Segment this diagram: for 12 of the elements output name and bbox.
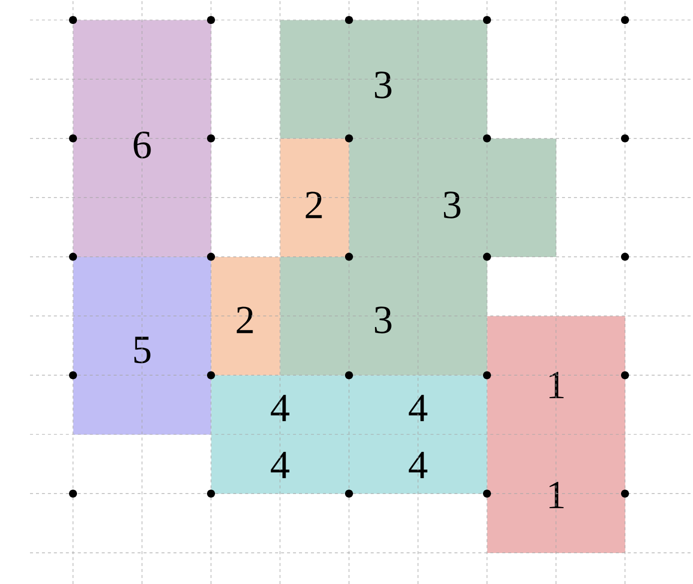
- shaded-region: 2: [280, 138, 350, 257]
- shaded-region: 3: [349, 138, 556, 257]
- shaded-region: 2: [211, 256, 280, 376]
- shaded-region: 6: [73, 20, 212, 257]
- shaded-region: 4 4 4 4: [211, 375, 488, 494]
- shaded-region: 5: [73, 256, 212, 435]
- shaded-region: 3: [280, 256, 488, 376]
- node-label: 3: [374, 306, 392, 334]
- shaded-region: 3: [280, 20, 488, 139]
- node-label: 3: [444, 192, 460, 218]
- shaded-region: 1 1: [487, 316, 626, 553]
- node-label: 3: [374, 72, 392, 98]
